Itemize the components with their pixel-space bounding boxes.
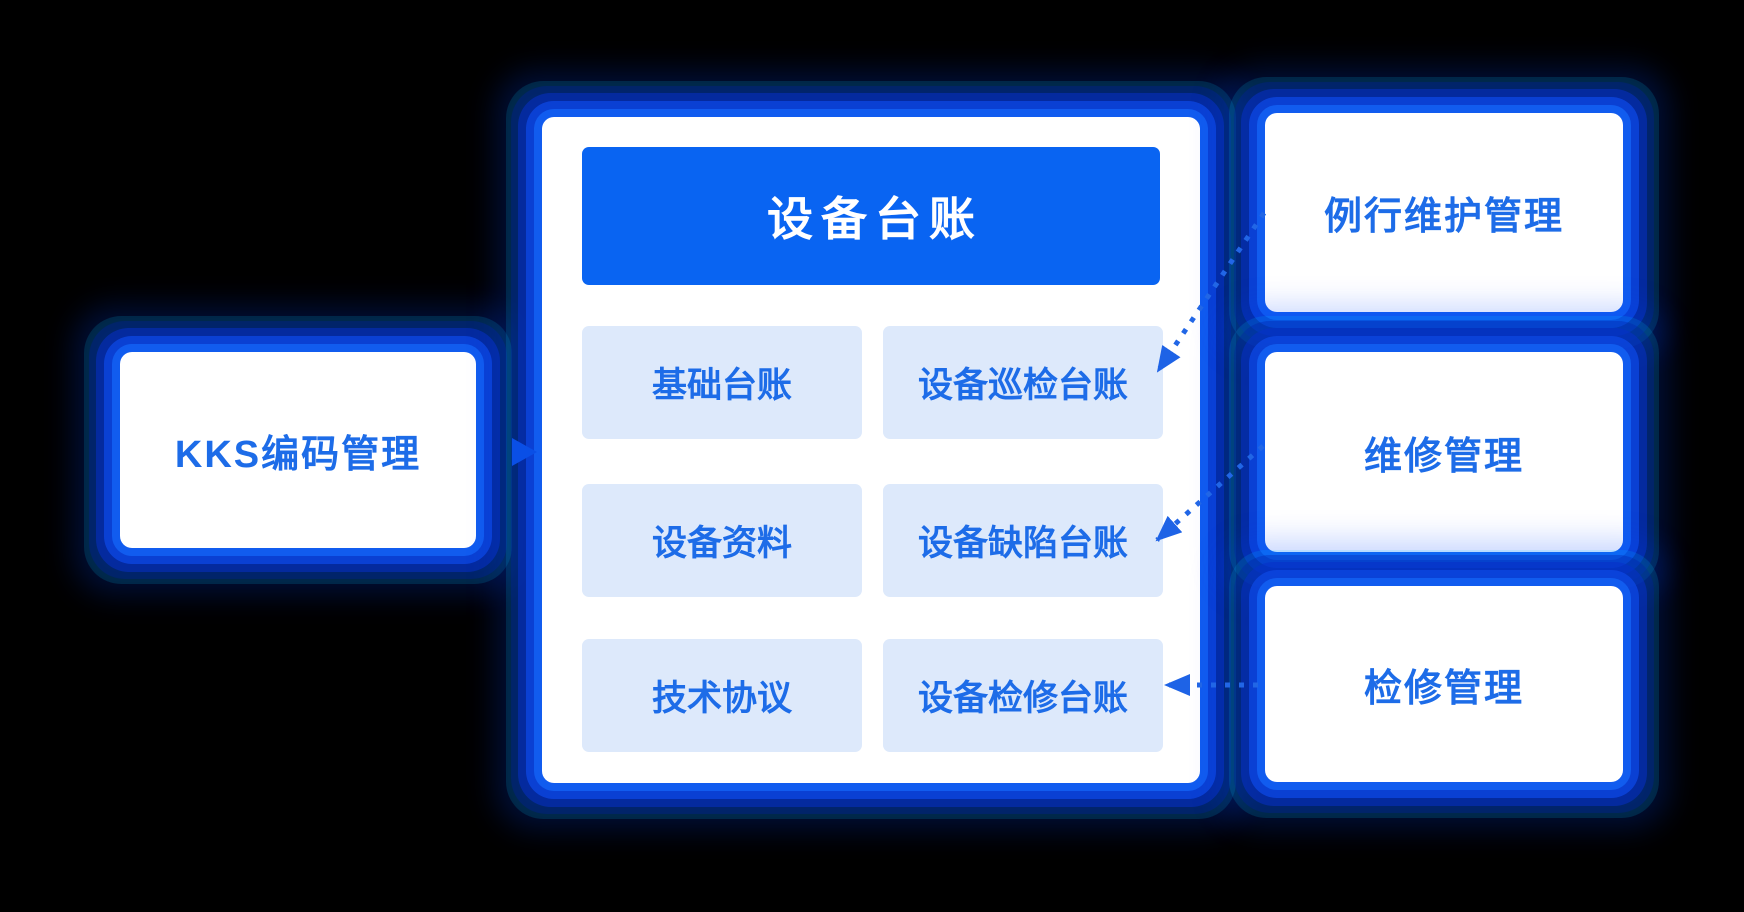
overhaul-management-label: 检修管理 (1363, 667, 1524, 710)
repair-management-label: 维修管理 (1363, 435, 1524, 478)
overhaul-management-box[interactable]: 检修管理 (1265, 586, 1623, 782)
item-overhaul-ledger-label: 设备检修台账 (917, 679, 1128, 718)
left-connector-arrow-icon (512, 438, 537, 466)
item-inspection-ledger-label: 设备巡检台账 (917, 366, 1128, 405)
equipment-ledger-title: 设备台账 (767, 193, 983, 245)
item-equipment-documents-label: 设备资料 (651, 524, 792, 563)
item-basic-ledger-label: 基础台账 (651, 366, 792, 405)
item-defect-ledger-label: 设备缺陷台账 (917, 524, 1128, 563)
item-inspection-ledger[interactable]: 设备巡检台账 (883, 326, 1163, 439)
repair-management-box[interactable]: 维修管理 (1265, 352, 1623, 552)
equipment-ledger-header[interactable]: 设备台账 (582, 147, 1160, 285)
item-basic-ledger[interactable]: 基础台账 (582, 326, 862, 439)
kks-code-management-box[interactable]: KKS编码管理 (120, 352, 476, 548)
routine-maintenance-label: 例行维护管理 (1323, 196, 1564, 238)
equipment-ledger-panel: 设备台账 基础台账 设备巡检台账 设备资料 设备缺陷台账 技术协议 设备检修台账 (542, 117, 1200, 783)
item-equipment-documents[interactable]: 设备资料 (582, 484, 862, 597)
item-technical-agreement[interactable]: 技术协议 (582, 639, 862, 752)
routine-maintenance-box[interactable]: 例行维护管理 (1265, 113, 1623, 312)
item-defect-ledger[interactable]: 设备缺陷台账 (883, 484, 1163, 597)
item-technical-agreement-label: 技术协议 (651, 679, 792, 718)
item-overhaul-ledger[interactable]: 设备检修台账 (883, 639, 1163, 752)
kks-code-management-label: KKS编码管理 (174, 433, 422, 476)
